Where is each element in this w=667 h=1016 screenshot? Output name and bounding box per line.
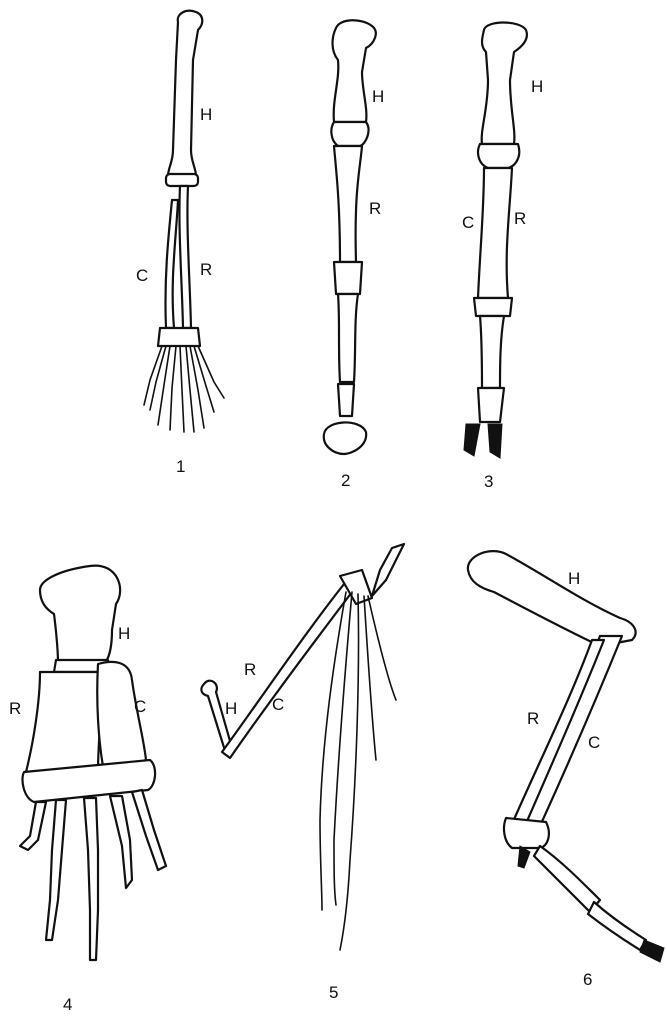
limb-4-label-radius: R <box>9 700 21 717</box>
limb-1-carpals <box>158 328 200 346</box>
limb-2-elbow <box>331 122 368 146</box>
limb-6-claw <box>518 846 530 868</box>
limb-6-metacarpal <box>534 846 600 912</box>
limb-4-drawing <box>20 566 166 960</box>
limb-3-digits <box>478 388 504 422</box>
limb-3-drawing <box>464 23 527 459</box>
limb-2-metacarpal <box>338 294 358 382</box>
limb-6-humerus <box>468 551 636 646</box>
limb-1-ulna <box>165 200 178 328</box>
limb-5-label-ulna: C <box>272 696 284 713</box>
limb-4-label-humerus: H <box>118 625 130 642</box>
limb-4-radius <box>26 672 104 772</box>
limb-2-drawing <box>324 20 376 454</box>
limb-3-elbow <box>478 144 519 168</box>
limb-6-hoof <box>640 940 664 962</box>
limb-2-number: 2 <box>341 472 350 489</box>
limb-3-carpals <box>474 298 512 316</box>
limb-1-label-humerus: H <box>200 106 212 123</box>
limb-3-radius <box>478 168 512 298</box>
limb-6-phalanges <box>588 902 646 950</box>
limb-2-label-radius: R <box>369 200 381 217</box>
limb-6-number: 6 <box>583 971 592 988</box>
limb-6-label-ulna: C <box>588 734 600 751</box>
limb-5-number: 5 <box>329 984 338 1001</box>
limb-1-humerus <box>168 11 202 176</box>
limb-2-pastern <box>338 384 354 416</box>
limb-6-label-humerus: H <box>568 570 580 587</box>
limb-2-hoof <box>324 422 366 454</box>
limb-2-carpals <box>334 262 362 294</box>
limb-5-drawing <box>201 544 404 950</box>
limb-3-number: 3 <box>484 473 493 490</box>
limb-5-label-humerus: H <box>225 700 237 717</box>
limb-5-fingers <box>320 592 396 950</box>
limb-1-digits <box>144 346 224 432</box>
limb-1-elbow <box>166 174 198 186</box>
limb-4-label-ulna: C <box>134 698 146 715</box>
limb-1-number: 1 <box>176 458 185 475</box>
limb-2-label-humerus: H <box>372 88 384 105</box>
limb-5-thumb <box>372 544 404 596</box>
limb-6-label-radius: R <box>527 710 539 727</box>
limb-2-radius <box>334 146 362 262</box>
limb-6-drawing <box>468 551 664 962</box>
limb-6-wrist <box>504 818 549 848</box>
limb-1-drawing <box>144 11 224 432</box>
limb-1-label-radius: R <box>200 261 212 278</box>
limb-3-label-radius: R <box>514 210 526 227</box>
limb-3-hooves <box>464 424 502 458</box>
limb-3-metacarpal <box>480 316 504 388</box>
limb-1-radius <box>179 186 191 328</box>
limb-4-humerus <box>40 566 120 664</box>
limb-4-ulna <box>97 662 146 772</box>
limb-4-digits <box>20 790 166 960</box>
limb-1-label-ulna: C <box>136 267 148 284</box>
limb-2-humerus <box>333 20 376 122</box>
limb-5-forearm <box>222 584 352 758</box>
limb-3-humerus <box>482 23 527 145</box>
limb-4-number: 4 <box>63 996 72 1013</box>
limb-5-label-radius: R <box>244 661 256 678</box>
limb-3-label-humerus: H <box>531 78 543 95</box>
limb-3-label-ulna: C <box>462 214 474 231</box>
